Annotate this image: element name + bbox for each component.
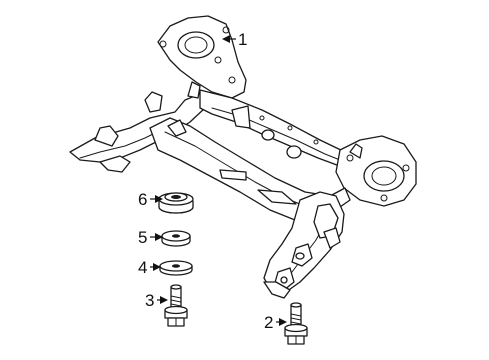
callout-3-label: 3 <box>145 291 154 310</box>
callout-2-label: 2 <box>264 313 273 332</box>
washer-part-4 <box>159 260 193 276</box>
callout-5: 5 <box>138 228 163 247</box>
bushing-part-6 <box>158 192 194 214</box>
callout-4: 4 <box>138 258 161 277</box>
callout-6: 6 <box>138 190 163 209</box>
callout-2: 2 <box>264 313 287 332</box>
bolt-part-2 <box>284 302 308 345</box>
callout-4-label: 4 <box>138 258 147 277</box>
callout-6-label: 6 <box>138 190 147 209</box>
callout-3: 3 <box>145 291 168 310</box>
washer-part-5 <box>161 230 191 247</box>
callout-1-label: 1 <box>238 30 247 49</box>
callout-1: 1 <box>222 30 247 49</box>
callout-5-label: 5 <box>138 228 147 247</box>
bolt-part-3 <box>164 284 188 327</box>
crossmember <box>69 15 417 299</box>
